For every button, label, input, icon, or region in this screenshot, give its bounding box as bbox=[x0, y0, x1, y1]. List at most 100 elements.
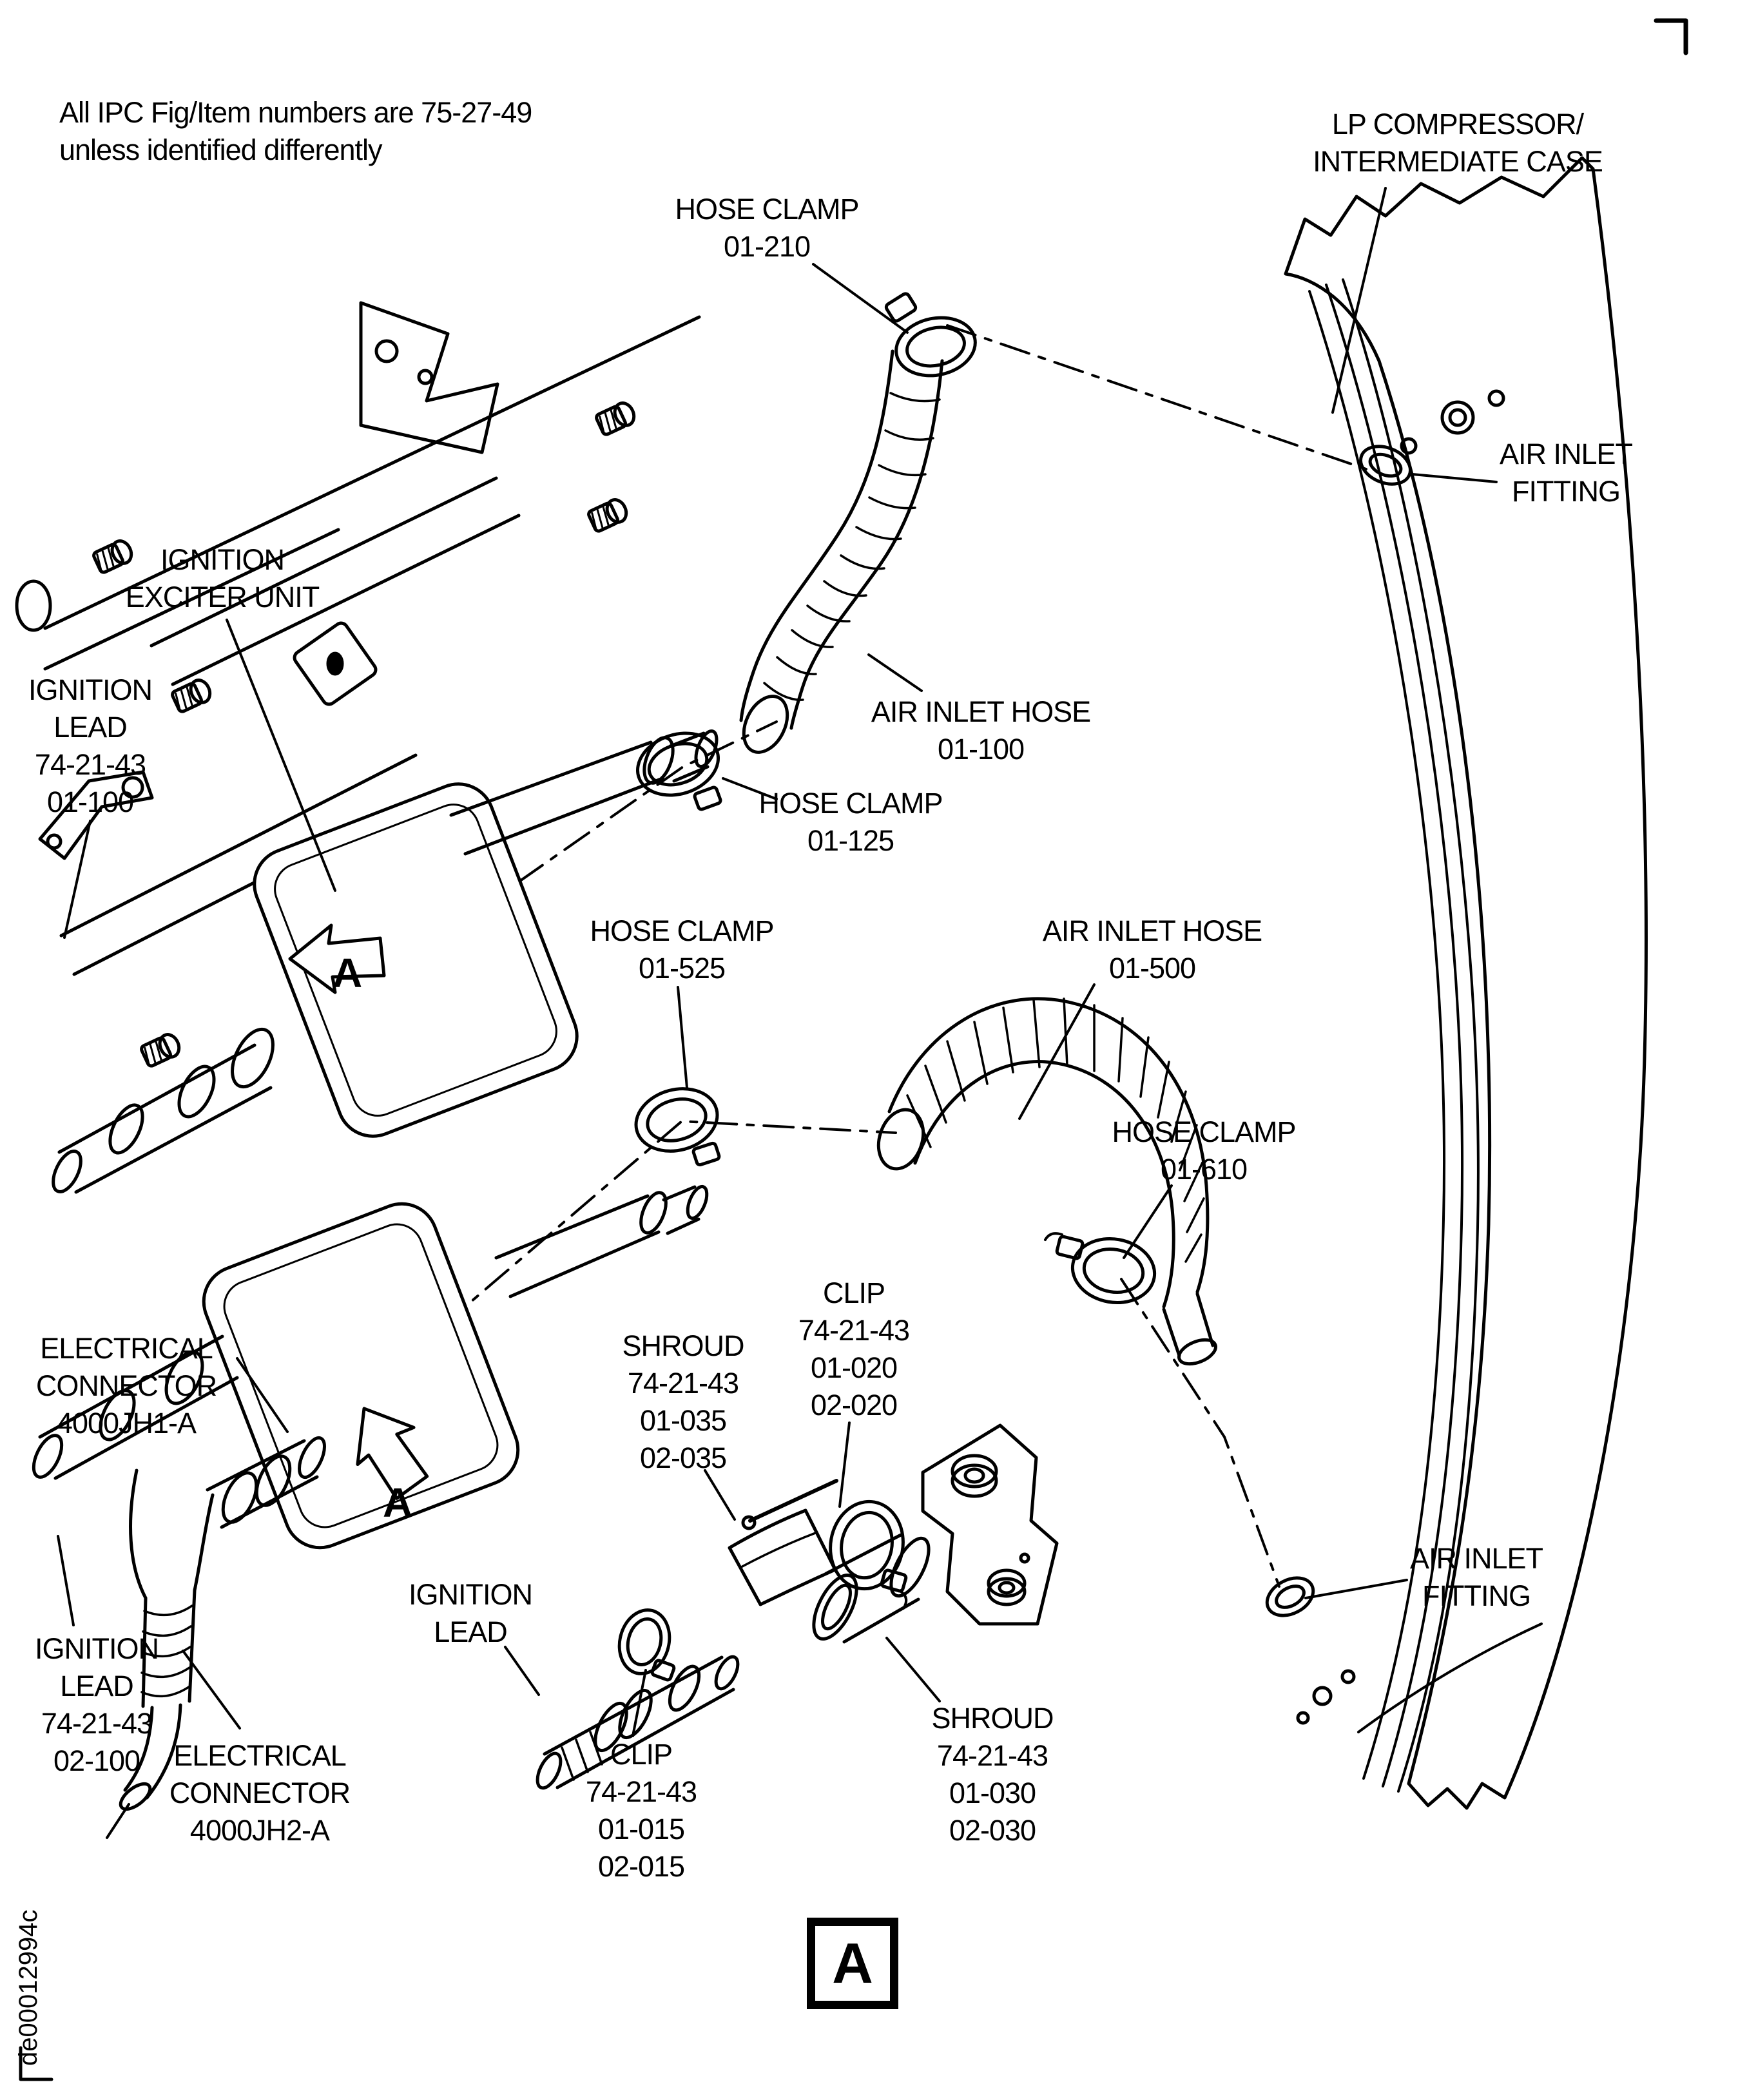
label-line: 74-21-43 bbox=[41, 1707, 153, 1740]
label-line: HOSE CLAMP bbox=[1112, 1115, 1296, 1148]
label-line: AIR INLET HOSE bbox=[1042, 914, 1262, 947]
label-line: 01-100 bbox=[937, 733, 1025, 766]
label-ignition-lead-top: IGNITION LEAD 74-21-43 01-100 bbox=[0, 671, 180, 821]
label-line: AIR INLET bbox=[1409, 1542, 1543, 1575]
label-line: CLIP bbox=[822, 1276, 885, 1309]
label-line: 74-21-43 bbox=[34, 748, 146, 781]
clip-01-015-drawing bbox=[617, 1608, 676, 1682]
label-line: 02-015 bbox=[597, 1850, 685, 1883]
label-line: AIR INLET HOSE bbox=[871, 695, 1091, 728]
label-line: SHROUD bbox=[622, 1329, 744, 1362]
label-line: 02-035 bbox=[639, 1441, 727, 1474]
label-line: IGNITION bbox=[35, 1632, 159, 1665]
label-line: 01-525 bbox=[638, 952, 726, 985]
label-line: IGNITION bbox=[409, 1578, 533, 1611]
label-clip-01-020: CLIP 74-21-43 01-020 02-020 bbox=[719, 1275, 989, 1424]
label-line: HOSE CLAMP bbox=[758, 787, 943, 820]
label-air-inlet-fitting-top: AIR INLET FITTING bbox=[1424, 436, 1708, 510]
label-ignition-lead-bottom: IGNITION LEAD 74-21-43 02-100 bbox=[0, 1630, 193, 1780]
label-line: HOSE CLAMP bbox=[590, 914, 774, 947]
label-line: 74-21-43 bbox=[585, 1775, 697, 1808]
label-line: 01-210 bbox=[723, 230, 811, 263]
label-line: EXCITER UNIT bbox=[125, 581, 320, 613]
label-line: ELECTRICAL bbox=[40, 1332, 213, 1365]
label-lp-compressor-intermediate-case: LP COMPRESSOR/ INTERMEDIATE CASE bbox=[1264, 106, 1651, 180]
label-line: HOSE CLAMP bbox=[675, 193, 859, 226]
view-arrow-letter-1: A bbox=[333, 950, 363, 996]
detail-view-letter: A bbox=[832, 1931, 873, 1995]
label-line: 01-125 bbox=[807, 824, 894, 857]
label-line: 01-100 bbox=[46, 785, 134, 818]
shroud-01-030-drawing bbox=[812, 1533, 931, 1644]
air-inlet-hose-01-100-drawing bbox=[739, 349, 944, 754]
label-line: 4000JH1-A bbox=[56, 1407, 197, 1440]
label-line: 01-030 bbox=[949, 1777, 1036, 1809]
label-ignition-exciter-unit: IGNITION EXCITER UNIT bbox=[55, 541, 390, 616]
label-line: INTERMEDIATE CASE bbox=[1313, 145, 1603, 178]
label-air-inlet-hose-01-500: AIR INLET HOSE 01-500 bbox=[972, 912, 1333, 987]
label-ignition-lead-mid: IGNITION LEAD bbox=[348, 1576, 593, 1651]
label-air-inlet-hose-01-100: AIR INLET HOSE 01-100 bbox=[813, 693, 1148, 768]
label-line: CONNECTOR bbox=[169, 1777, 351, 1809]
label-line: 01-020 bbox=[810, 1351, 898, 1384]
label-line: FITTING bbox=[1422, 1579, 1531, 1612]
air-inlet-fitting-top-drawing bbox=[1359, 445, 1412, 486]
label-line: 01-015 bbox=[597, 1813, 685, 1845]
leader-lines bbox=[57, 187, 1498, 1737]
view-arrow-a-1 bbox=[288, 923, 386, 994]
hose-clamp-01-210-drawing bbox=[884, 292, 977, 378]
label-line: FITTING bbox=[1512, 475, 1621, 508]
label-line: SHROUD bbox=[931, 1702, 1054, 1735]
air-inlet-hose-01-500-drawing bbox=[876, 997, 1217, 1366]
label-line: 4000JH2-A bbox=[189, 1814, 330, 1847]
label-line: LEAD bbox=[434, 1615, 508, 1648]
hose-clamp-01-610-drawing bbox=[1044, 1232, 1157, 1305]
lp-compressor-case-drawing bbox=[1265, 156, 1648, 1810]
label-line: 02-100 bbox=[53, 1744, 140, 1777]
view-arrow-letter-2: A bbox=[383, 1479, 413, 1526]
shroud-01-035-drawing bbox=[728, 1479, 838, 1606]
label-electrical-connector-4000jh1a: ELECTRICAL CONNECTOR 4000JH1-A bbox=[0, 1330, 253, 1442]
label-line: 74-21-43 bbox=[627, 1367, 739, 1400]
label-clip-01-015: CLIP 74-21-43 01-015 02-015 bbox=[506, 1736, 777, 1885]
label-line: CONNECTOR bbox=[35, 1369, 217, 1402]
label-line: ELECTRICAL bbox=[173, 1739, 347, 1772]
label-line: 02-020 bbox=[810, 1389, 898, 1421]
document-code: de00012994c bbox=[14, 1909, 43, 2066]
label-line: LP COMPRESSOR/ bbox=[1331, 108, 1584, 140]
label-hose-clamp-01-525: HOSE CLAMP 01-525 bbox=[527, 912, 836, 987]
ignition-lead-drawing bbox=[536, 1655, 740, 1790]
view-arrow-a-2 bbox=[356, 1407, 429, 1500]
label-air-inlet-fitting-bottom: AIR INLET FITTING bbox=[1335, 1540, 1618, 1615]
ipc-note: All IPC Fig/Item numbers are 75-27-49 un… bbox=[59, 94, 549, 169]
mounting-bracket-drawing bbox=[921, 1423, 1059, 1626]
label-shroud-01-030: SHROUD 74-21-43 01-030 02-030 bbox=[857, 1700, 1128, 1849]
ipc-note-line: All IPC Fig/Item numbers are 75-27-49 bbox=[59, 96, 532, 129]
ipc-note-line: unless identified differently bbox=[59, 133, 383, 166]
label-line: IGNITION bbox=[160, 543, 285, 576]
ignition-exciter-unit-box-2 bbox=[202, 1202, 520, 1550]
ignition-exciter-assembly-drawing bbox=[15, 301, 719, 1839]
label-line: 74-21-43 bbox=[936, 1739, 1048, 1772]
label-line: 74-21-43 bbox=[798, 1314, 910, 1347]
label-hose-clamp-01-210: HOSE CLAMP 01-210 bbox=[606, 191, 928, 265]
label-hose-clamp-01-610: HOSE CLAMP 01-610 bbox=[1049, 1113, 1358, 1188]
label-line: 01-035 bbox=[639, 1404, 727, 1437]
label-line: IGNITION bbox=[28, 673, 153, 706]
label-line: 01-500 bbox=[1108, 952, 1196, 985]
label-line: CLIP bbox=[610, 1738, 673, 1771]
detail-view-marker-box: A bbox=[807, 1918, 898, 2009]
label-line: AIR INLET bbox=[1499, 438, 1633, 470]
label-shroud-01-035: SHROUD 74-21-43 01-035 02-035 bbox=[548, 1327, 818, 1477]
label-line: 02-030 bbox=[949, 1814, 1036, 1847]
ignition-exciter-unit-box-1 bbox=[253, 782, 579, 1138]
air-inlet-fitting-bottom-drawing bbox=[1265, 1576, 1315, 1617]
label-electrical-connector-4000jh2a: ELECTRICAL CONNECTOR 4000JH2-A bbox=[111, 1737, 408, 1849]
label-hose-clamp-01-125: HOSE CLAMP 01-125 bbox=[696, 785, 1005, 860]
electrical-connector-4000jh1a-drawing bbox=[206, 1436, 326, 1529]
label-line: LEAD bbox=[53, 711, 128, 744]
electrical-connector-4000jh2a-drawing bbox=[106, 1469, 215, 1839]
hose-clamp-01-525-drawing bbox=[634, 1087, 721, 1167]
